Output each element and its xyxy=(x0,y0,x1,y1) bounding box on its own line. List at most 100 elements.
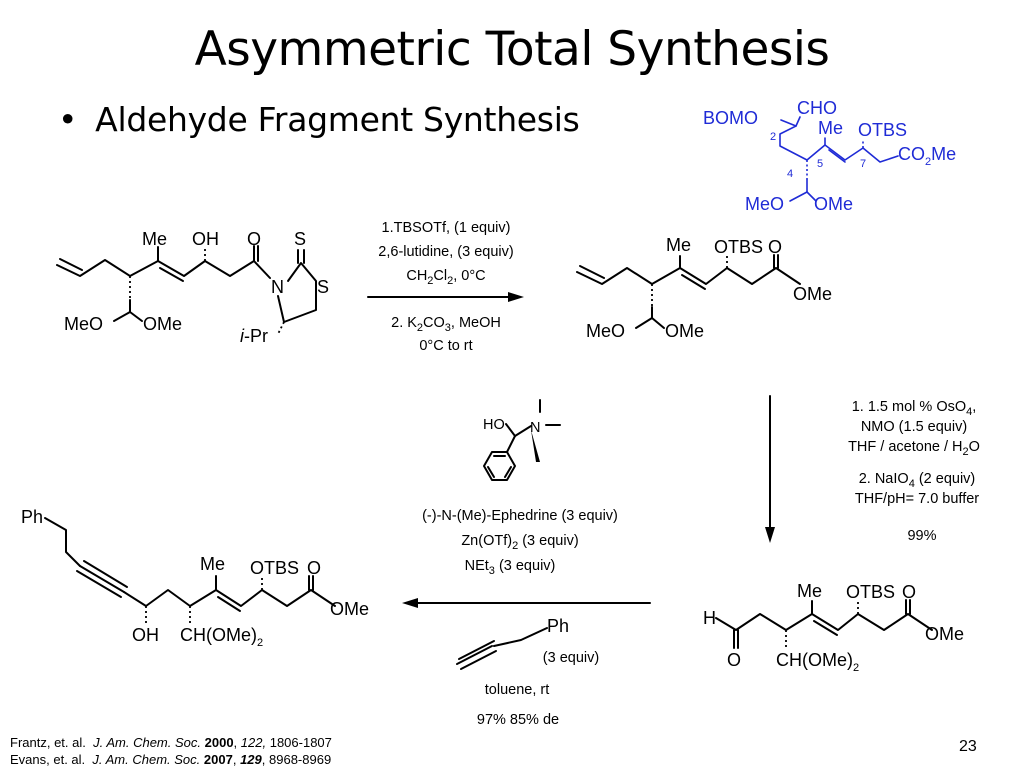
ref1-authors: Frantz, et. al. xyxy=(10,735,86,750)
alkyne-triple-2 xyxy=(458,640,495,660)
fp-ph-label: Ph xyxy=(21,507,43,527)
target-cho-bond xyxy=(795,116,801,127)
p1-acetal-right xyxy=(651,317,665,329)
fp-alkene-double xyxy=(217,596,241,612)
alkyne-ph-label: Ph xyxy=(547,616,569,636)
ephedrine-ho-label: HO xyxy=(483,417,505,433)
sm-me-label: Me xyxy=(142,229,167,249)
fp-o-label: O xyxy=(307,558,321,578)
sm-s-top-label: S xyxy=(294,229,306,249)
p2-h-label: H xyxy=(703,608,716,628)
fp-alkyne-2 xyxy=(83,560,128,588)
target-num-4: 4 xyxy=(787,168,793,180)
step1-cond-5: 0°C to rt xyxy=(419,338,472,354)
target-double-bond xyxy=(828,149,846,163)
reaction-arrow-2: 1. 1.5 mol % OsO4, NMO (1.5 equiv) THF /… xyxy=(765,395,980,544)
target-num-7: 7 xyxy=(860,158,866,170)
ref1-pages: 1806-1807 xyxy=(269,735,332,750)
p1-o-label: O xyxy=(768,237,782,257)
p2-o-ald-label: O xyxy=(727,650,741,670)
reaction-arrow-1: 1.TBSOTf, (1 equiv) 2,6-lutidine, (3 equ… xyxy=(367,220,524,354)
starting-material: Me OH O S N S MeO OMe i-Pr xyxy=(56,229,329,346)
step2-cond-2: NMO (1.5 equiv) xyxy=(861,419,967,435)
product-aldehyde: H O Me OTBS O OMe CH(OMe)2 xyxy=(703,581,964,674)
bullet-point: • Aldehyde Fragment Synthesis xyxy=(58,100,580,139)
step1-cond-2: 2,6-lutidine, (3 equiv) xyxy=(378,244,513,260)
sm-oh-label: OH xyxy=(192,229,219,249)
step2-yield: 99% xyxy=(907,528,936,544)
step2-cond-5: THF/pH= 7.0 buffer xyxy=(855,491,979,507)
slide-title: Asymmetric Total Synthesis xyxy=(194,22,830,77)
p1-meo-label: MeO xyxy=(586,321,625,341)
target-backbone xyxy=(779,119,899,163)
eph-wedge xyxy=(531,430,540,462)
p2-acetal-label: CH(OMe)2 xyxy=(776,650,859,674)
ref2-journal: J. Am. Chem. Soc. xyxy=(92,752,201,767)
target-meo-label: MeO xyxy=(745,194,784,214)
ephedrine-structure: HO N xyxy=(483,399,561,481)
ref2-pages: 8968-8969 xyxy=(269,752,332,767)
reaction-arrow-3: HO N (-)-N-(Me)-Ephedrine (3 equiv) Zn(O… xyxy=(402,399,651,728)
eph-ho-bond xyxy=(505,423,516,437)
p1-ome-label: OMe xyxy=(793,284,832,304)
fp-otbs-label: OTBS xyxy=(250,558,299,578)
ref2-year: 2007 xyxy=(203,752,233,767)
step2-cond-4: 2. NaIO4 (2 equiv) xyxy=(859,471,976,490)
target-cho-label: CHO xyxy=(797,98,837,118)
p1-alkene-double xyxy=(681,274,706,290)
sm-meo-label: MeO xyxy=(64,314,103,334)
step2-cond-1: 1. 1.5 mol % OsO4, xyxy=(852,399,977,418)
target-bomo-label: BOMO xyxy=(703,108,758,128)
eph-phenyl-ring xyxy=(483,451,516,481)
arrow-3-head xyxy=(402,598,418,608)
ref1-year: 2000 xyxy=(204,735,234,750)
fp-backbone xyxy=(123,589,336,607)
sm-o-label: O xyxy=(247,229,261,249)
arrow-2-head xyxy=(765,527,775,543)
bullet-dot-icon: • xyxy=(58,100,78,139)
eph-ring-double-3 xyxy=(504,466,512,478)
target-acetal-left xyxy=(789,191,808,202)
eph-cc-bond xyxy=(514,425,532,437)
sm-cn-bond xyxy=(253,260,271,279)
fp-acetal-label: CH(OMe)2 xyxy=(180,625,263,649)
p1-otbs-label: OTBS xyxy=(714,237,763,257)
sm-s-ring-label: S xyxy=(317,277,329,297)
eph-ph-bond xyxy=(506,435,516,453)
p1-ome2-label: OMe xyxy=(665,321,704,341)
p1-acetal-left xyxy=(635,317,653,329)
step1-cond-3: CH2Cl2, 0°C xyxy=(406,268,485,287)
target-num-2: 2 xyxy=(770,131,776,143)
step3-cond-3: NEt3 (3 equiv) xyxy=(465,558,556,577)
target-structure: BOMO CHO Me OTBS CO2Me MeO OMe 2 4 5 7 xyxy=(703,98,956,214)
step1-cond-1: 1.TBSOTf, (1 equiv) xyxy=(382,220,511,236)
references: Frantz, et. al. J. Am. Chem. Soc. 2000, … xyxy=(10,734,332,768)
sm-ring xyxy=(277,262,317,323)
alkyne-chain xyxy=(493,627,548,647)
eph-ring-double-2 xyxy=(487,466,495,478)
sm-vinyl-double xyxy=(59,258,83,271)
reference-2: Evans, et. al. J. Am. Chem. Soc. 2007, 1… xyxy=(10,752,332,767)
p1-vinyl-double xyxy=(579,265,605,279)
ref1-journal: J. Am. Chem. Soc. xyxy=(93,735,201,750)
bullet-text: Aldehyde Fragment Synthesis xyxy=(95,100,580,139)
target-co2me-label: CO2Me xyxy=(898,144,956,168)
reference-1: Frantz, et. al. J. Am. Chem. Soc. 2000, … xyxy=(10,735,332,750)
sm-backbone xyxy=(56,259,255,277)
target-otbs-label: OTBS xyxy=(858,120,907,140)
sm-alkene-double xyxy=(159,267,184,282)
alkyne-triple-1 xyxy=(456,645,493,665)
fp-alkyne-3 xyxy=(76,570,122,598)
final-product: Ph Me OTBS O OMe OH CH(OMe)2 xyxy=(21,507,369,649)
p1-me-label: Me xyxy=(666,235,691,255)
product-tbs-ester: Me OTBS O OMe MeO OMe xyxy=(576,235,832,341)
fp-alkyne-1 xyxy=(79,565,125,593)
p2-otbs-label: OTBS xyxy=(846,582,895,602)
p2-backbone xyxy=(715,613,933,631)
sm-ipr-hash xyxy=(277,321,285,335)
sm-acetal-left xyxy=(113,311,131,322)
ref2-volume: 129 xyxy=(240,752,262,767)
step3-cond-5: toluene, rt xyxy=(485,682,550,698)
ref2-authors: Evans, et. al. xyxy=(10,752,86,767)
